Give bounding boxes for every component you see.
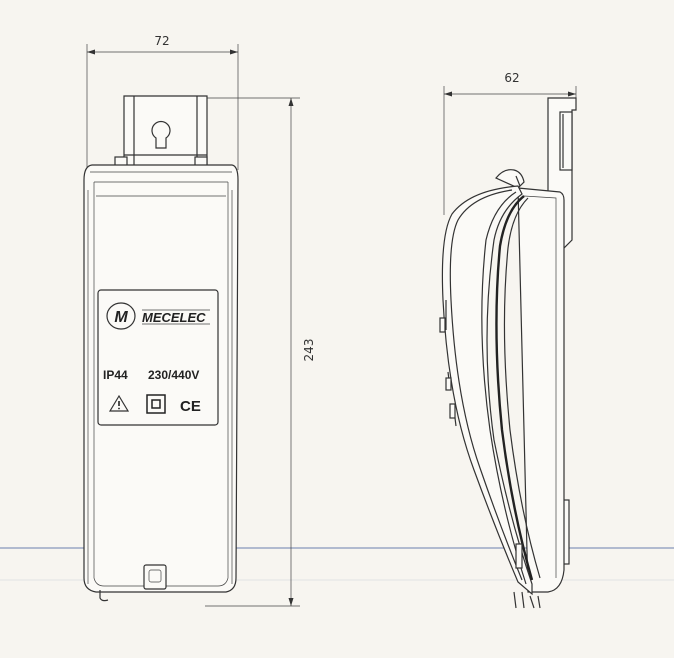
brand-logo-initials: M xyxy=(114,309,128,326)
mounting-tab xyxy=(114,95,208,177)
ip-rating: IP44 xyxy=(103,368,128,382)
bottom-clip xyxy=(143,564,167,590)
front-view: 72 243 xyxy=(83,34,316,607)
voltage-rating: 230/440V xyxy=(148,368,199,382)
side-view: 62 xyxy=(439,71,577,609)
warning-triangle-icon xyxy=(108,394,130,412)
depth-dimension: 62 xyxy=(443,71,577,215)
ce-mark-icon: CE xyxy=(180,398,201,415)
depth-dimension-label: 62 xyxy=(504,71,519,85)
keyhole-icon xyxy=(151,120,171,149)
side-back-plate xyxy=(517,187,565,593)
nameplate: M MECELEC IP44 230/440V CE xyxy=(97,289,219,426)
width-dimension: 72 xyxy=(86,34,239,170)
brand-name: MECELEC xyxy=(142,310,206,325)
double-insulation-icon xyxy=(146,394,166,414)
height-dimension-label: 243 xyxy=(302,339,316,362)
brand-logo: M MECELEC xyxy=(106,302,210,330)
width-dimension-label: 72 xyxy=(154,34,169,48)
side-cover-profile xyxy=(439,169,541,609)
height-dimension: 243 xyxy=(205,97,316,607)
